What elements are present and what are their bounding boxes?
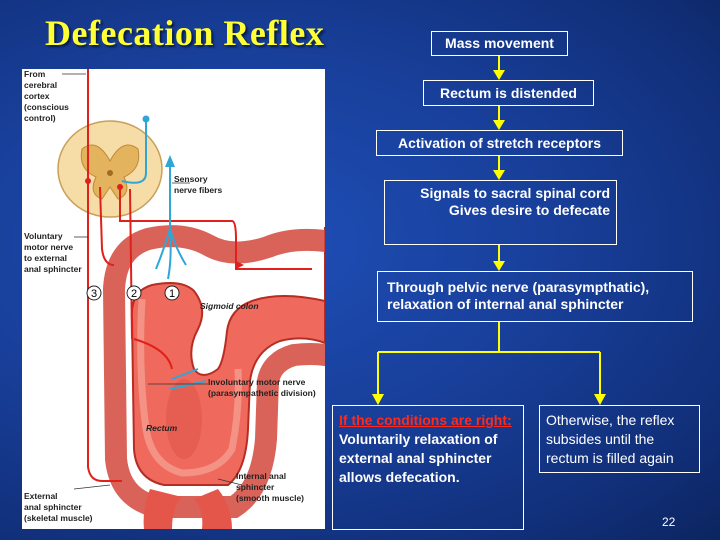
motor-nerve-paths	[87, 69, 312, 482]
label-voluntary-line: Voluntary	[24, 231, 63, 241]
label-from-cortex-line: control)	[24, 113, 56, 123]
label-voluntary-line: to external	[24, 253, 67, 263]
sensory-nerve-paths	[121, 119, 207, 390]
page-number: 22	[662, 515, 676, 529]
slide-title: Defecation Reflex	[45, 13, 325, 53]
conditions-heading: If the conditions are right:	[339, 412, 512, 428]
flow-step-mass-movement: Mass movement	[431, 31, 568, 56]
pathway-numbers: 3 2 1	[86, 285, 180, 301]
sensory-arrow-icon	[165, 155, 175, 167]
flow-step-pelvic-nerve-line2: relaxation of internal anal sphincter	[387, 296, 624, 312]
receptor-dot-icon	[142, 115, 150, 123]
colon-body	[102, 225, 325, 529]
colon-rectum-diagram: 3 2 1 From cerebral cortex (conscious co…	[24, 69, 325, 529]
label-from-cortex-line: (conscious	[24, 102, 69, 112]
flow-step-signals-line2: Gives desire to defecate	[448, 202, 610, 218]
flow-step-rectum-distended: Rectum is distended	[423, 80, 594, 106]
spinal-cord-section	[57, 120, 163, 218]
conditions-body: Voluntarily relaxation of external anal …	[339, 431, 498, 485]
arrow-down-icon	[594, 394, 606, 405]
label-external-line: (skeletal muscle)	[24, 513, 93, 523]
label-involuntary-line: Involuntary motor nerve	[208, 377, 306, 387]
arrow-down-icon	[372, 394, 384, 405]
label-leaders	[62, 73, 243, 490]
flow-branch-otherwise: Otherwise, the reflex subsides until the…	[539, 405, 700, 473]
pathway-number-1: 1	[169, 288, 175, 300]
anatomy-illustration: 3 2 1 From cerebral cortex (conscious co…	[22, 69, 325, 529]
flow-step-pelvic-nerve: Through pelvic nerve (parasympthatic), r…	[377, 271, 693, 322]
label-sensory-line: Sensory	[174, 174, 208, 184]
label-internal-line: sphincter	[236, 482, 275, 492]
flow-step-signals-line1: Signals to sacral spinal cord	[420, 185, 610, 201]
flow-step-signals: Signals to sacral spinal cord Gives desi…	[384, 180, 617, 245]
neuron-dot-icon	[117, 184, 123, 190]
arrow-down-icon	[493, 70, 505, 80]
label-sigmoid-colon: Sigmoid colon	[200, 301, 259, 311]
label-internal-line: Internal anal	[236, 471, 286, 481]
label-voluntary-line: anal sphincter	[24, 264, 82, 274]
flow-branch-conditions-right: If the conditions are right: Voluntarily…	[332, 405, 524, 530]
flow-step-pelvic-nerve-line1: Through pelvic nerve (parasympthatic),	[387, 279, 650, 295]
label-voluntary-line: motor nerve	[24, 242, 73, 252]
label-external-line: External	[24, 491, 58, 501]
label-external-line: anal sphincter	[24, 502, 82, 512]
arrow-down-icon	[493, 170, 505, 180]
label-sensory-line: nerve fibers	[174, 185, 222, 195]
motor-arrow-icon	[236, 261, 244, 269]
pathway-number-2: 2	[131, 288, 137, 300]
label-from-cortex-line: From	[24, 69, 46, 79]
flow-step-stretch-receptors: Activation of stretch receptors	[376, 130, 623, 156]
label-involuntary-line: (parasympathetic division)	[208, 388, 316, 398]
arrow-down-icon	[493, 120, 505, 130]
label-rectum: Rectum	[146, 423, 178, 433]
neuron-dot-icon	[85, 178, 91, 184]
label-internal-line: (smooth muscle)	[236, 493, 304, 503]
label-from-cortex-line: cerebral	[24, 80, 57, 90]
label-from-cortex-line: cortex	[24, 91, 50, 101]
arrow-down-icon	[493, 261, 505, 271]
pathway-number-3: 3	[91, 288, 97, 300]
